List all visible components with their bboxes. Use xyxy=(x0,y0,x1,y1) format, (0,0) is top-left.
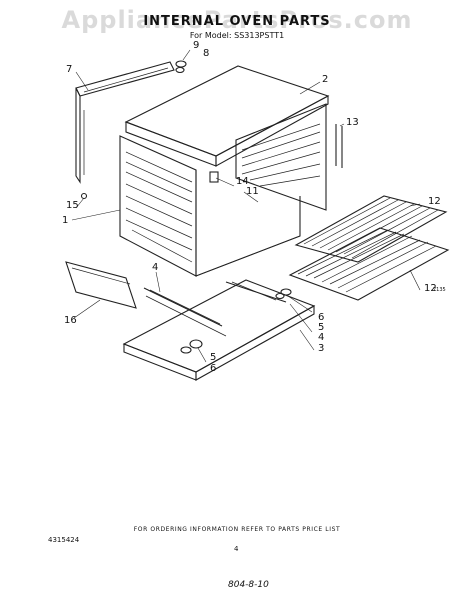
right-cavity-wall xyxy=(235,103,327,211)
callout-4-upper: 4 xyxy=(152,262,159,273)
callout-12-upper: 12 xyxy=(428,196,441,207)
watermark: AppliancePartsPros.com xyxy=(61,6,413,34)
callout-5-right: 5 xyxy=(318,322,325,333)
bottom-panel-part-3 xyxy=(122,279,316,381)
callout-13: 13 xyxy=(346,117,359,128)
handwritten-note: 804-8-10 xyxy=(228,580,269,590)
ordering-info-footer: FOR ORDERING INFORMATION REFER TO PARTS … xyxy=(133,526,341,533)
callout-12-lower: 12 xyxy=(424,283,437,294)
callout-15: 15 xyxy=(66,200,79,211)
illustration-code: 7135 xyxy=(433,287,446,293)
bushing-part-5-6-lower xyxy=(180,339,203,354)
oven-cavity-top xyxy=(124,65,330,167)
vent-duct-part-16 xyxy=(65,261,137,309)
callout-4-right: 4 xyxy=(318,332,325,343)
diagram-title: INTERNAL OVEN PARTS xyxy=(143,14,331,29)
callout-2: 2 xyxy=(322,74,329,85)
callout-5-lower: 5 xyxy=(210,352,217,363)
callout-6-lower: 6 xyxy=(210,363,217,374)
document-number: 4315424 xyxy=(48,536,80,544)
callout-3: 3 xyxy=(318,343,325,354)
callout-16: 16 xyxy=(64,315,77,326)
callout-6-right: 6 xyxy=(318,312,325,323)
callout-9: 9 xyxy=(193,40,200,51)
clip-part-14 xyxy=(209,171,219,183)
screw-part-15 xyxy=(80,192,88,200)
model-number: For Model: SS313PSTT1 xyxy=(189,31,285,40)
rail-part-4 xyxy=(143,281,287,327)
callout-8: 8 xyxy=(203,48,210,59)
bushing-part-5-6-right xyxy=(275,288,292,300)
callout-14: 14 xyxy=(236,176,249,187)
callout-7: 7 xyxy=(66,64,73,75)
cavity-back-and-floor xyxy=(195,170,301,277)
left-cavity-wall-part-1 xyxy=(119,135,197,277)
leader-lines xyxy=(71,49,421,363)
side-panel-part-7 xyxy=(75,61,175,184)
bushing-part-8-9 xyxy=(175,60,187,74)
page-number: 4 xyxy=(234,545,239,553)
callout-1: 1 xyxy=(62,215,69,226)
oven-rack-lower xyxy=(288,227,450,301)
bracket-part-13 xyxy=(335,124,343,168)
callout-11: 11 xyxy=(246,186,259,197)
